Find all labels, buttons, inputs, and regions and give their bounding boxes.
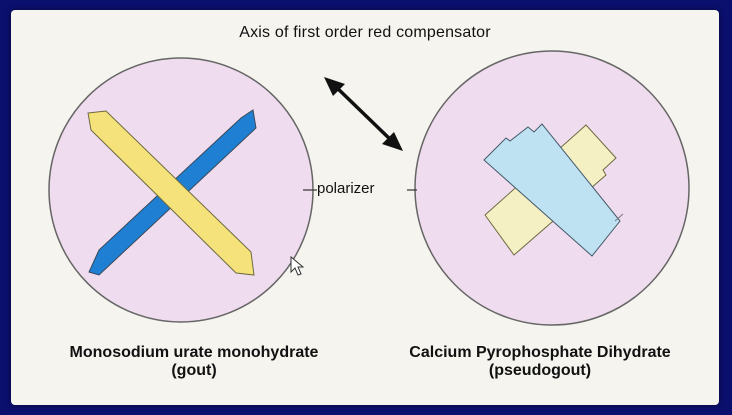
left-caption-line1: Monosodium urate monohydrate (69, 344, 319, 361)
cursor-icon (290, 255, 305, 276)
slide-panel: Axis of first order red compensator pola… (11, 10, 719, 405)
yellow-needle-crystal (87, 110, 255, 276)
right-caption: Calcium Pyrophosphate Dihydrate (pseudog… (369, 344, 711, 380)
double-headed-arrow-icon (324, 77, 403, 151)
polarizer-label: polarizer (317, 180, 375, 197)
left-caption-line2: (gout) (171, 362, 217, 379)
right-caption-line1: Calcium Pyrophosphate Dihydrate (409, 344, 671, 361)
diagram (48, 50, 690, 326)
diagram-title: Axis of first order red compensator (239, 24, 491, 41)
right-caption-line2: (pseudogout) (488, 362, 592, 379)
left-caption: Monosodium urate monohydrate (gout) (19, 344, 369, 380)
light-blue-rhomboid-crystal (483, 123, 621, 257)
stray-mark (614, 213, 624, 222)
